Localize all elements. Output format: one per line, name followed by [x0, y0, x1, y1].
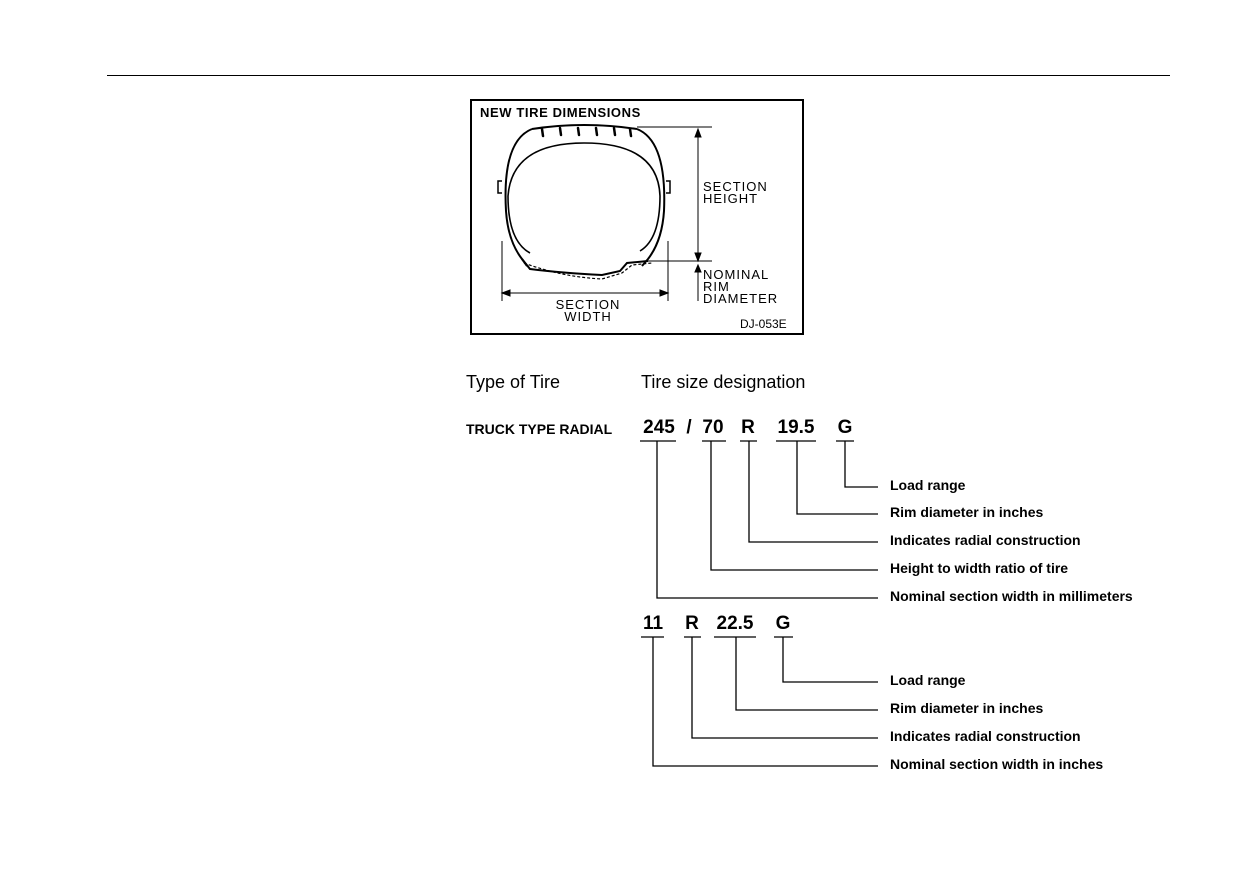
code-slash: / [686, 417, 692, 438]
code-radial-r: R [741, 417, 755, 438]
leader-section-width-mm [656, 441, 878, 599]
section-height-line1: SECTION [703, 179, 768, 194]
section-width-line2: WIDTH [564, 309, 612, 324]
leader-load-range [844, 441, 878, 488]
explanation-height-width-ratio: Height to width ratio of tire [890, 560, 1069, 576]
code-rim-19-5: 19.5 [777, 417, 815, 438]
explanation-load-range: Load range [890, 477, 966, 493]
tire-dimensions-figure: NEW TIRE DIMENSIONS SECTION HEIGHT NOMIN… [470, 99, 804, 335]
leader-radial-2 [691, 637, 878, 739]
explanation-rim-diameter-2: Rim diameter in inches [890, 700, 1044, 716]
rim-diameter-line3: DIAMETER [703, 291, 779, 306]
code-rim-22-5: 22.5 [716, 613, 754, 634]
explanation-rim-diameter: Rim diameter in inches [890, 504, 1044, 520]
type-of-tire-heading: Type of Tire [466, 372, 561, 392]
code-radial-r-2: R [685, 613, 699, 634]
explanation-radial-2: Indicates radial construction [890, 728, 1081, 744]
code-width-11: 11 [642, 613, 664, 634]
section-height-label: SECTION HEIGHT [703, 179, 768, 206]
section-width-line1: SECTION [555, 297, 621, 312]
explanation-section-width-mm: Nominal section width in millimeters [890, 588, 1133, 604]
section-height-line2: HEIGHT [703, 191, 759, 206]
leader-rim-diameter-2 [735, 637, 878, 711]
designation-heading: Tire size designation [641, 372, 806, 392]
code-width-245: 245 [643, 417, 675, 438]
explanation-section-width-in: Nominal section width in inches [890, 756, 1104, 772]
leader-rim-diameter [796, 441, 878, 515]
section-width-label: SECTION WIDTH [548, 297, 628, 324]
rim-diameter-line2: RIM [703, 279, 730, 294]
leader-ratio [710, 441, 878, 571]
leader-section-width-in [652, 637, 878, 767]
figure-title: NEW TIRE DIMENSIONS [480, 105, 641, 120]
nominal-rim-diameter-label: NOMINAL RIM DIAMETER [703, 267, 779, 306]
code-load-g-2: G [775, 613, 791, 634]
explanation-load-range-2: Load range [890, 672, 966, 688]
leader-load-range-2 [782, 637, 878, 683]
header-rule [107, 75, 1170, 76]
tire-type: TRUCK TYPE RADIAL [466, 421, 613, 437]
leader-radial [748, 441, 878, 543]
explanation-radial: Indicates radial construction [890, 532, 1081, 548]
code-load-g: G [837, 417, 853, 438]
figure-code: DJ-053E [740, 317, 787, 331]
rim-diameter-line1: NOMINAL [703, 267, 770, 282]
code-ratio-70: 70 [702, 417, 724, 438]
tire-cross-section-drawing [497, 124, 712, 301]
